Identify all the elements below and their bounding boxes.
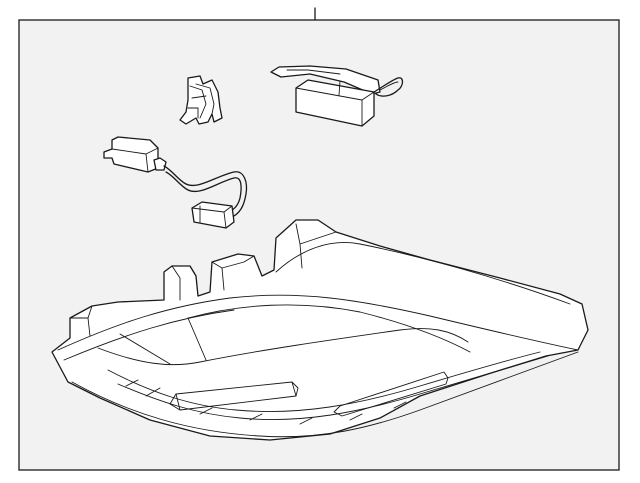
overhead-console-icon	[51, 219, 589, 441]
bracket-module-icon	[270, 65, 404, 127]
retainer-clip-icon	[179, 75, 223, 125]
wire-harness-icon	[103, 136, 248, 229]
